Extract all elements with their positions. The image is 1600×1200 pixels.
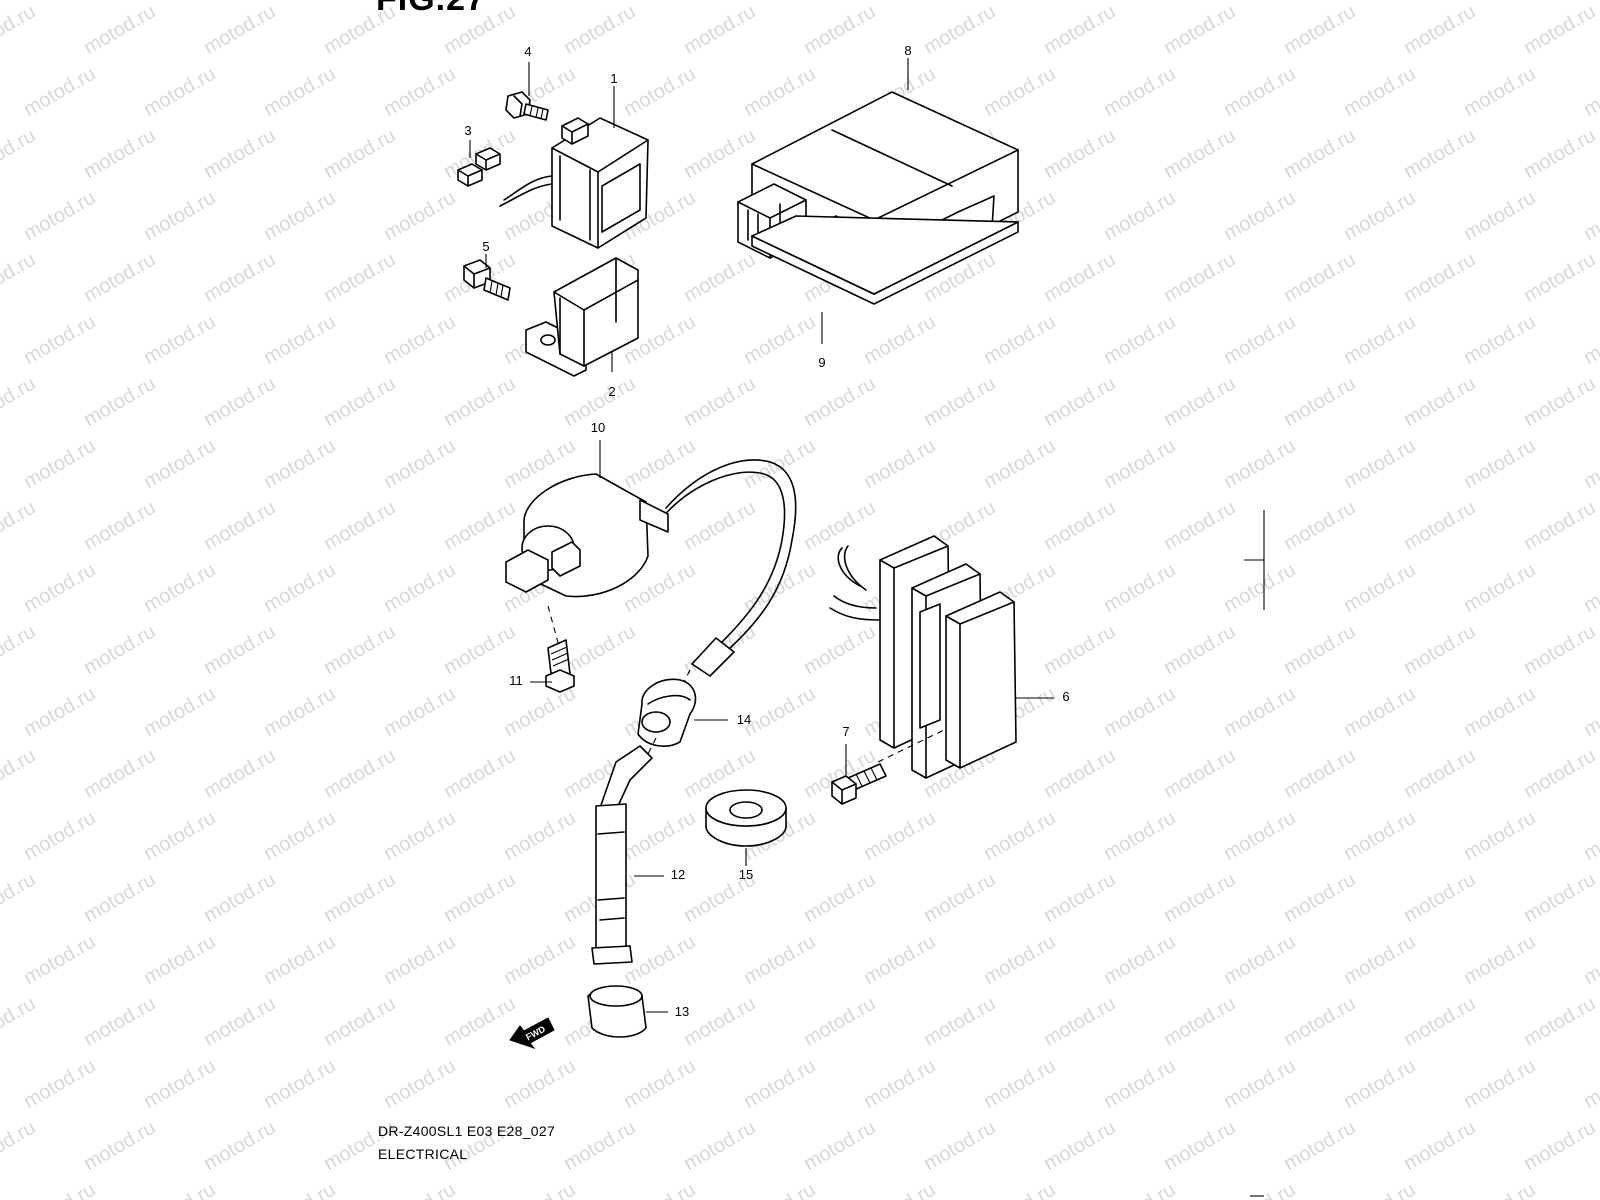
part-11-bolt[interactable] — [545, 605, 575, 693]
callout-6: 6 — [1062, 689, 1070, 704]
callout-1: 1 — [610, 71, 618, 86]
part-1-relay[interactable] — [499, 117, 649, 249]
section-label: ELECTRICAL — [378, 1146, 468, 1162]
callout-14: 14 — [736, 712, 752, 727]
callout-15: 15 — [738, 867, 754, 882]
callout-7: 7 — [842, 724, 850, 739]
part-7-bolt[interactable] — [831, 729, 945, 805]
part-10-ignition-coil[interactable] — [505, 459, 797, 677]
callout-4: 4 — [524, 44, 532, 59]
callout-11: 11 — [509, 673, 523, 688]
part-12-plug-cap[interactable] — [591, 737, 657, 965]
part-6-regulator[interactable] — [829, 535, 1017, 779]
callout-8: 8 — [904, 43, 912, 58]
callout-12: 12 — [670, 867, 686, 882]
part-5-bolt[interactable] — [463, 259, 511, 301]
part-4-bolt[interactable] — [505, 91, 549, 121]
callout-2: 2 — [608, 384, 616, 399]
fwd-arrow-icon: FWD — [509, 1017, 555, 1050]
part-2-bracket[interactable] — [525, 257, 639, 377]
part-14-cover[interactable] — [637, 669, 697, 747]
callout-5: 5 — [482, 239, 490, 254]
part-9-pad[interactable] — [751, 215, 1019, 305]
callout-9: 9 — [818, 355, 826, 370]
figure-title: FIG.27 — [376, 0, 486, 19]
model-code-label: DR-Z400SL1 E03 E28_027 — [378, 1123, 556, 1139]
callout-3: 3 — [464, 123, 472, 138]
callout-13: 13 — [674, 1004, 690, 1019]
part-13-boot[interactable] — [587, 985, 647, 1038]
callout-10: 10 — [590, 420, 606, 435]
registration-marks — [1244, 510, 1265, 1197]
part-3-clip[interactable] — [457, 147, 501, 187]
leader-lines — [469, 58, 1054, 1013]
part-15-grommet[interactable] — [705, 789, 787, 847]
